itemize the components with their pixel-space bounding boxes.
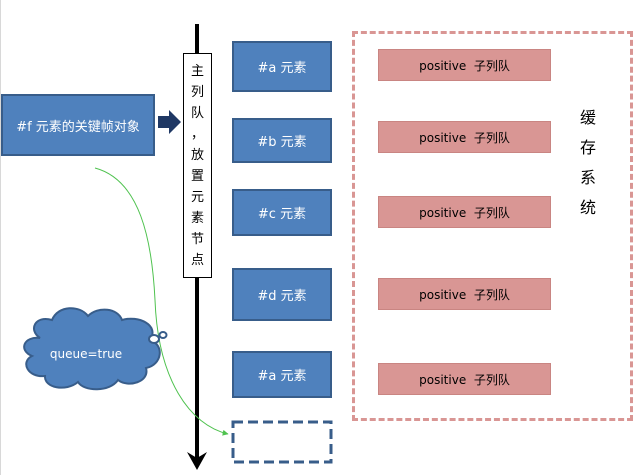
- source-keyframe-box: #f 元素的关键帧对象: [1, 94, 155, 156]
- sub-queue: positive 子列队: [378, 363, 551, 395]
- sub-queue-label: positive 子列队: [419, 58, 510, 73]
- queue-connector-curve: [94, 167, 229, 436]
- main-queue-char: 节: [190, 231, 204, 247]
- sub-queue: positive 子列队: [378, 196, 551, 228]
- element-node-label: #b 元素: [257, 135, 307, 150]
- element-node-label: #d 元素: [257, 289, 307, 304]
- element-node: #a 元素: [232, 41, 332, 92]
- main-queue-arrowhead: [187, 452, 207, 470]
- empty-queue-slot: [231, 420, 333, 464]
- sub-queue-label: positive 子列队: [419, 287, 510, 302]
- cache-system-char: 缓: [579, 108, 596, 127]
- sub-queue: positive 子列队: [378, 278, 551, 310]
- main-queue-label: 主 列 队 ， 放 置 元 素 节 点: [183, 53, 212, 278]
- main-queue-char: ，: [190, 126, 204, 142]
- left-margin-rule: [0, 0, 1, 475]
- cache-system-label: 缓 存 系 统: [575, 103, 601, 223]
- sub-queue-label: positive 子列队: [419, 372, 510, 387]
- main-queue-char: 主: [190, 63, 204, 79]
- element-node: #c 元素: [232, 189, 332, 236]
- cloud-shape: [23, 307, 168, 391]
- main-queue-char: 置: [190, 168, 204, 184]
- cloud-label: queue=true: [49, 347, 123, 361]
- sub-queue-label: positive 子列队: [419, 130, 510, 145]
- cache-system-char: 存: [579, 138, 596, 157]
- element-node: #a 元素: [232, 351, 332, 398]
- cache-system-frame: [352, 31, 633, 421]
- element-node-label: #a 元素: [257, 61, 307, 76]
- element-node: #b 元素: [232, 118, 332, 163]
- element-node-label: #a 元素: [257, 369, 307, 384]
- main-queue-char: 放: [190, 147, 204, 163]
- main-queue-char: 列: [190, 84, 204, 100]
- source-keyframe-label: #f 元素的关键帧对象: [16, 119, 140, 135]
- element-node-label: #c 元素: [257, 207, 307, 222]
- cache-system-char: 统: [579, 198, 596, 217]
- main-queue-char: 元: [190, 189, 204, 205]
- sub-queue-label: positive 子列队: [419, 205, 510, 220]
- sub-queue: positive 子列队: [378, 121, 551, 153]
- main-queue-char: 队: [190, 105, 204, 121]
- main-queue-char: 点: [190, 252, 204, 268]
- cache-system-char: 系: [579, 168, 596, 187]
- element-node: #d 元素: [232, 268, 332, 321]
- main-queue-char: 素: [190, 210, 204, 226]
- sub-queue: positive 子列队: [378, 49, 551, 81]
- enqueue-arrow: [158, 110, 181, 134]
